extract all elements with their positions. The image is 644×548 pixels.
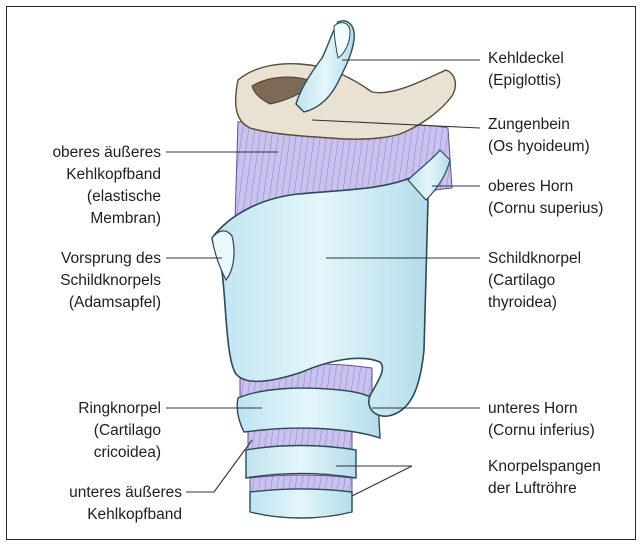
label-thyroid: Schildknorpel (Cartilago thyroidea) bbox=[488, 248, 581, 314]
label-upper-ligament-line-3: (elastische bbox=[52, 186, 161, 208]
label-inferior-horn-line-2: (Cornu inferius) bbox=[488, 420, 595, 442]
label-lower-ligament: unteres äußeres Kehlkopfband bbox=[69, 482, 182, 526]
label-tracheal-rings: Knorpelspangen der Luftröhre bbox=[488, 456, 601, 500]
label-inferior-horn-line-1: unteres Horn bbox=[488, 398, 595, 420]
tracheal-ring-1 bbox=[246, 446, 356, 479]
label-superior-horn-line-1: oberes Horn bbox=[488, 176, 603, 198]
label-cricoid-line-3: cricoidea) bbox=[78, 442, 161, 464]
label-thyroid-line-3: thyroidea) bbox=[488, 292, 581, 314]
label-lower-ligament-line-1: unteres äußeres bbox=[69, 482, 182, 504]
label-adams-apple-line-2: Schildknorpels bbox=[60, 270, 161, 292]
label-upper-ligament-line-2: Kehlkopfband bbox=[52, 164, 161, 186]
label-adams-apple-line-1: Vorsprung des bbox=[60, 248, 161, 270]
adams-apple-prominence bbox=[212, 231, 234, 280]
label-cricoid: Ringknorpel (Cartilago cricoidea) bbox=[78, 398, 161, 464]
label-thyroid-line-2: (Cartilago bbox=[488, 270, 581, 292]
label-lower-ligament-line-2: Kehlkopfband bbox=[69, 504, 182, 526]
label-superior-horn-line-2: (Cornu superius) bbox=[488, 198, 603, 220]
label-epiglottis: Kehldeckel (Epiglottis) bbox=[488, 48, 564, 92]
label-upper-ligament: oberes äußeres Kehlkopfband (elastische … bbox=[52, 142, 161, 230]
leader-tracheal-rings-b bbox=[352, 466, 412, 496]
label-hyoid-line-1: Zungenbein bbox=[488, 114, 590, 136]
label-tracheal-rings-line-1: Knorpelspangen bbox=[488, 456, 601, 478]
label-hyoid-line-2: (Os hyoideum) bbox=[488, 136, 590, 158]
label-inferior-horn: unteres Horn (Cornu inferius) bbox=[488, 398, 595, 442]
label-tracheal-rings-line-2: der Luftröhre bbox=[488, 478, 601, 500]
label-hyoid: Zungenbein (Os hyoideum) bbox=[488, 114, 590, 158]
label-cricoid-line-1: Ringknorpel bbox=[78, 398, 161, 420]
label-adams-apple: Vorsprung des Schildknorpels (Adamsapfel… bbox=[60, 248, 161, 314]
label-superior-horn: oberes Horn (Cornu superius) bbox=[488, 176, 603, 220]
label-epiglottis-line-1: Kehldeckel bbox=[488, 48, 564, 70]
label-adams-apple-line-3: (Adamsapfel) bbox=[60, 292, 161, 314]
label-epiglottis-line-2: (Epiglottis) bbox=[488, 70, 564, 92]
label-cricoid-line-2: (Cartilago bbox=[78, 420, 161, 442]
label-upper-ligament-line-4: Membran) bbox=[52, 208, 161, 230]
label-upper-ligament-line-1: oberes äußeres bbox=[52, 142, 161, 164]
tracheal-ring-2 bbox=[250, 489, 352, 518]
label-thyroid-line-1: Schildknorpel bbox=[488, 248, 581, 270]
